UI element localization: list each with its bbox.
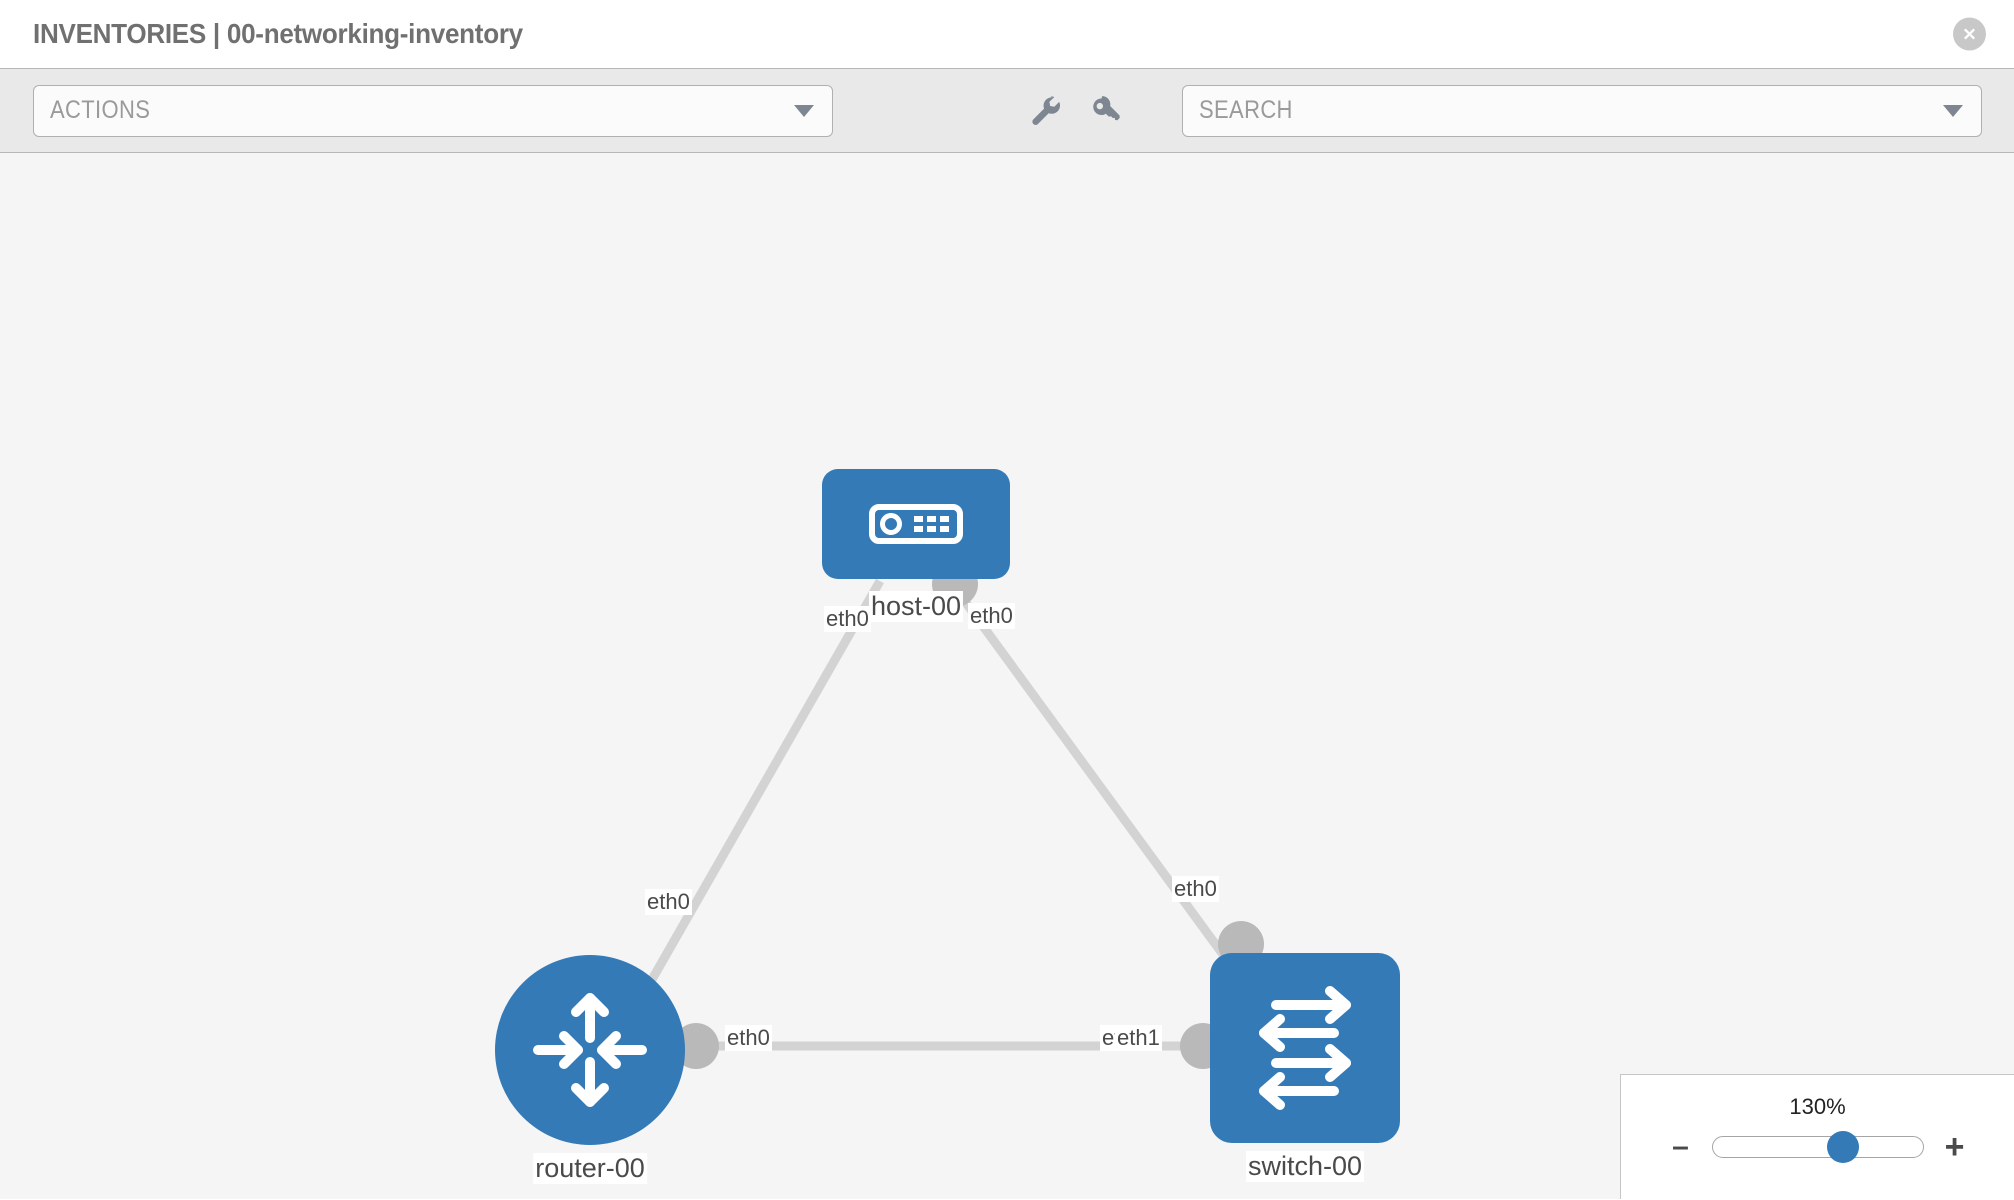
node-router-00[interactable]: router-00 [495,955,685,1185]
switch-arrows-icon [1259,986,1351,1110]
chevron-down-icon [794,104,814,117]
page-title: INVENTORIES | 00-networking-inventory [33,18,523,49]
search-dropdown[interactable]: SEARCH [1182,84,1982,137]
zoom-in-button[interactable]: + [1944,1128,1965,1166]
node-router-00-shape[interactable] [495,955,685,1145]
edge-label-router-right: eth0 [725,1025,772,1052]
zoom-control-panel: 130% – + [1620,1074,2014,1199]
toolbar: ACTIONS SEARCH [0,69,2014,153]
server-icon [869,504,963,544]
topology-canvas[interactable]: host-00 router-00 [0,153,2014,1199]
node-host-00[interactable]: host-00 [822,469,1010,623]
edge-host-router[interactable] [646,578,884,986]
zoom-level-value: 130% [1789,1094,1846,1119]
node-router-00-label: router-00 [533,1153,647,1185]
edge-label-switch-left-b: eth1 [1115,1025,1162,1052]
close-icon [1964,28,1975,40]
close-button[interactable] [1953,17,1986,51]
edge-label-host-right: eth0 [968,603,1015,630]
wrench-icon[interactable] [1029,94,1063,128]
topology-edges [646,578,1239,1051]
search-input-placeholder: SEARCH [1199,96,1293,124]
zoom-slider-row: – + [1621,1130,2014,1164]
chevron-down-icon [1943,104,1963,117]
node-host-00-label: host-00 [868,591,964,623]
node-switch-00[interactable]: switch-00 [1210,953,1400,1183]
edge-label-switch-top: eth0 [1172,876,1219,903]
zoom-slider-thumb[interactable] [1826,1131,1859,1163]
actions-dropdown[interactable]: ACTIONS [33,84,833,137]
zoom-slider-track[interactable] [1711,1131,1924,1163]
page-header: INVENTORIES | 00-networking-inventory [0,0,2014,69]
toolbar-icon-group [1029,94,1123,128]
edge-label-router-top: eth0 [645,889,692,916]
router-arrows-icon [533,993,647,1107]
edge-host-switch[interactable] [946,578,1239,974]
zoom-out-button[interactable]: – [1672,1130,1689,1163]
key-icon[interactable] [1089,94,1123,128]
node-switch-00-shape[interactable] [1210,953,1400,1143]
node-host-00-shape[interactable] [822,469,1010,579]
actions-dropdown-label: ACTIONS [50,96,151,124]
node-switch-00-label: switch-00 [1245,1151,1365,1183]
edge-label-host-left: eth0 [824,606,871,633]
